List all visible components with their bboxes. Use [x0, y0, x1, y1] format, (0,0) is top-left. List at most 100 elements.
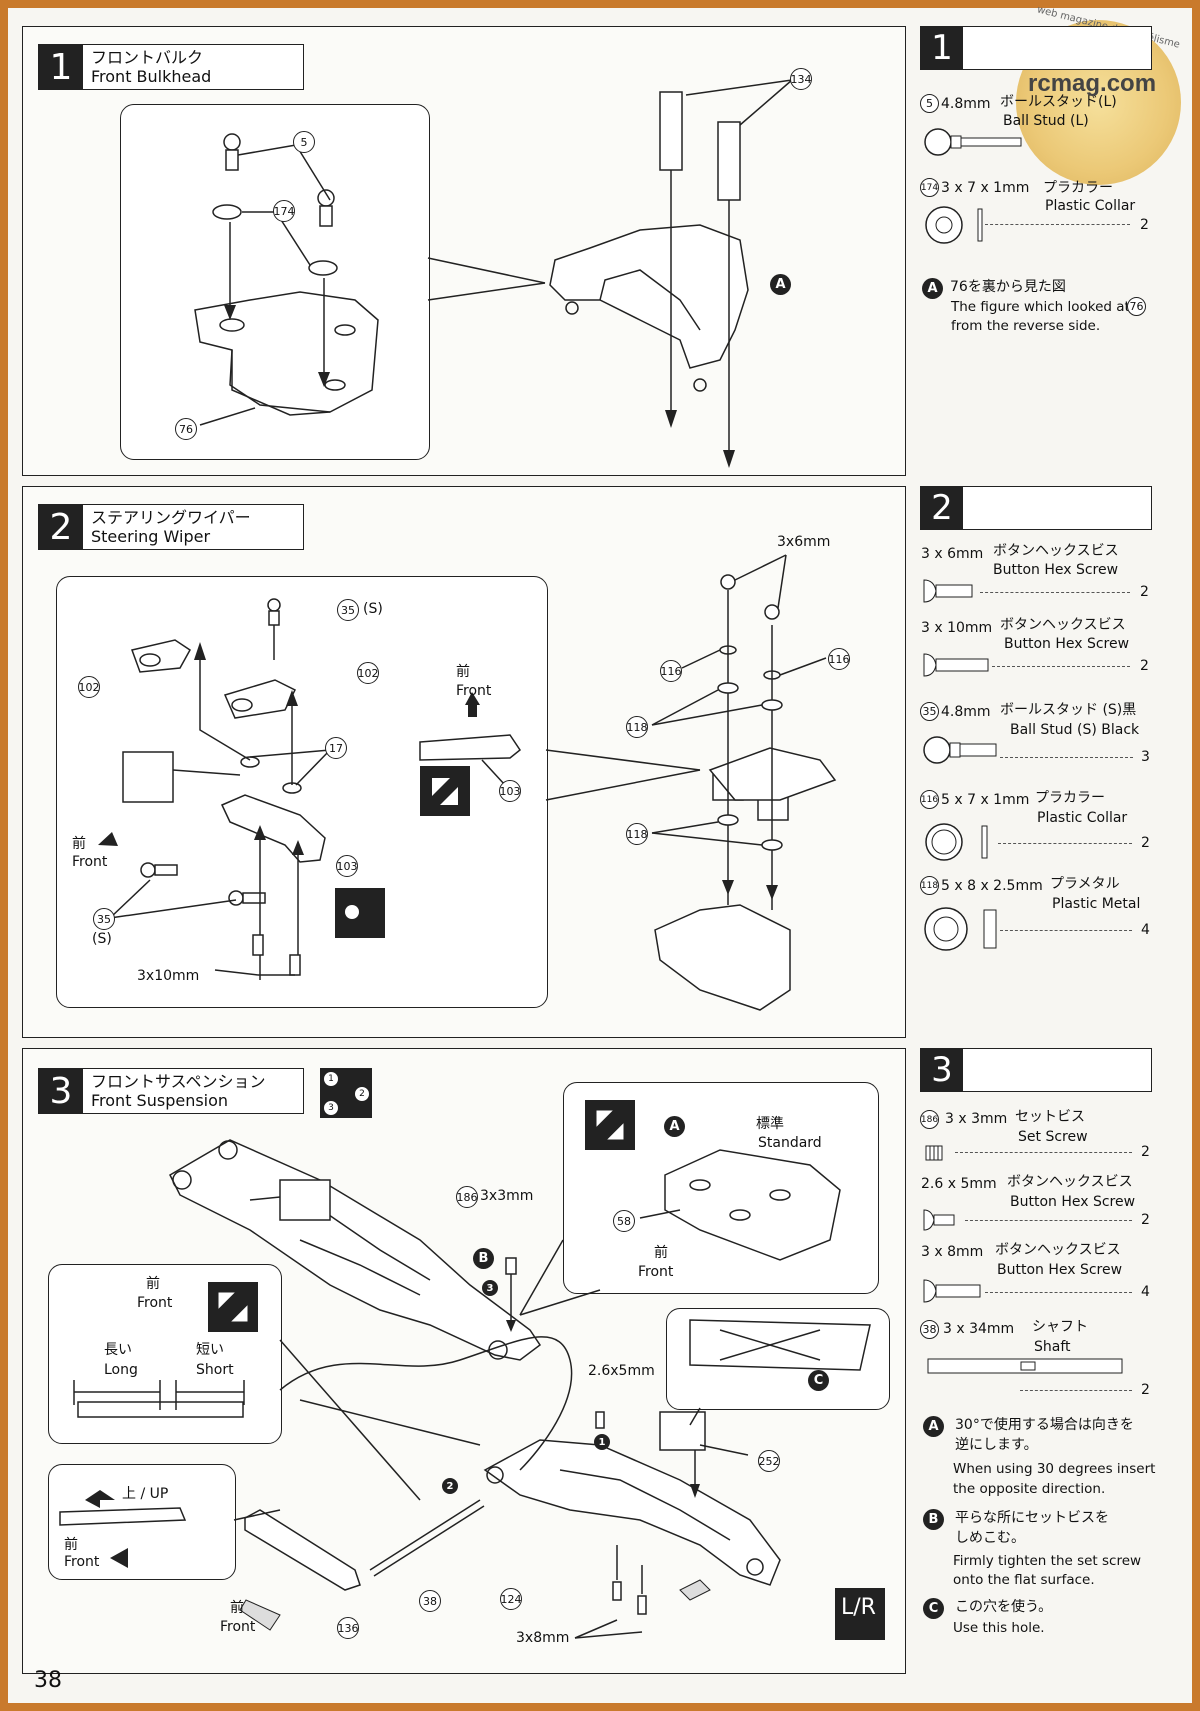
step-1-title-jp: フロントバルク	[91, 48, 204, 67]
sidebar-3-note-c-jp-1: この穴を使う。	[955, 1599, 1053, 1615]
plastic-collar-174-image	[925, 206, 983, 244]
sidebar-2-part-4-dots	[998, 843, 1132, 844]
step-3-front-jp-up: 前	[64, 1537, 78, 1553]
callout-76: 76	[175, 418, 197, 440]
step-3-front-jp-bottom: 前	[230, 1600, 244, 1616]
step-3-badge-c: C	[808, 1370, 829, 1391]
button-hex-screw-3x8-image	[923, 1279, 981, 1303]
sidebar-part-174-size: 3 x 7 x 1mm	[941, 180, 1030, 196]
callout-118-upper: 118	[626, 716, 648, 738]
sidebar-2-number: 2	[921, 487, 963, 529]
callout-38: 38	[419, 1590, 441, 1612]
step-3-front-jp-zoom2: 前	[146, 1276, 160, 1292]
sidebar-1-note-a-en-2: from the reverse side.	[951, 318, 1101, 334]
sidebar-3-note-a-badge: A	[923, 1416, 944, 1437]
callout-116-left: 116	[660, 660, 682, 682]
sequence-2: 2	[354, 1086, 370, 1102]
sidebar-3-note-a-en-2: the opposite direction.	[953, 1481, 1106, 1497]
page-number: 38	[34, 1668, 62, 1693]
sidebar-1-note-a-ref: 76	[1127, 297, 1146, 316]
sidebar-3-part-4-dots	[1020, 1390, 1132, 1391]
ball-stud-l-image	[924, 128, 1022, 156]
sidebar-3-note-a-jp-2: 逆にします。	[955, 1437, 1038, 1453]
up-label: 上 / UP	[122, 1486, 169, 1502]
step-2-front-jp-left: 前	[72, 836, 86, 852]
step-3-front-en-up: Front	[64, 1554, 100, 1570]
callout-35-lower-s: (S)	[92, 931, 112, 947]
sidebar-3-header: 3	[920, 1048, 1152, 1092]
sidebar-3-note-b-badge: B	[923, 1509, 944, 1530]
sidebar-3-note-a-en-1: When using 30 degrees insert	[953, 1461, 1156, 1477]
step-1-header: 1 フロントバルク Front Bulkhead	[38, 44, 304, 90]
sidebar-2-part-4-size: 5 x 7 x 1mm	[941, 792, 1030, 808]
sequence-3: 3	[323, 1100, 339, 1116]
lr-label: L/R	[841, 1595, 876, 1620]
sidebar-2-part-3-name-jp: ボールスタッド (S)黒	[1000, 702, 1137, 718]
sidebar-part-5-name-jp: ボールスタッド(L)	[1000, 94, 1117, 110]
sidebar-3-note-b-en-1: Firmly tighten the set screw	[953, 1553, 1142, 1569]
sidebar-2-part-4-id: 116	[920, 790, 939, 809]
sidebar-3-part-2-name-jp: ボタンヘックスビス	[1007, 1174, 1133, 1190]
sidebar-2-part-1-name-jp: ボタンヘックスビス	[993, 543, 1119, 559]
sidebar-3-part-1-name-jp: セットビス	[1015, 1109, 1085, 1125]
sidebar-3-part-1-dots	[955, 1152, 1132, 1153]
sidebar-2-part-5-name-en: Plastic Metal	[1052, 896, 1141, 912]
sidebar-3-part-4-name-jp: シャフト	[1032, 1319, 1088, 1335]
sidebar-3-part-4-id: 38	[920, 1320, 939, 1339]
short-jp: 短い	[196, 1342, 224, 1358]
step-3-seq-2: 2	[442, 1478, 458, 1494]
standard-jp: 標準	[756, 1116, 784, 1132]
step-2-screw-3x6: 3x6mm	[777, 534, 831, 550]
step-1-number: 1	[39, 45, 83, 89]
step-3-number: 3	[39, 1069, 83, 1113]
sidebar-2-part-2-name-en: Button Hex Screw	[1004, 636, 1130, 652]
step-2-title-en: Steering Wiper	[91, 527, 211, 546]
sidebar-3-part-3-name-jp: ボタンヘックスビス	[995, 1242, 1121, 1258]
sidebar-2-part-1-name-en: Button Hex Screw	[993, 562, 1119, 578]
sidebar-2-part-2-qty: 2	[1140, 658, 1149, 674]
sidebar-2-header: 2	[920, 486, 1152, 530]
sidebar-1-note-a-badge: A	[922, 278, 943, 299]
button-hex-screw-3x6-image	[923, 579, 973, 603]
sidebar-part-5-size: 4.8mm	[941, 96, 991, 112]
short-en: Short	[196, 1362, 234, 1378]
step-2-number: 2	[39, 505, 83, 549]
sidebar-part-174-id: 174	[920, 178, 939, 197]
sidebar-3-part-2-qty: 2	[1141, 1212, 1150, 1228]
callout-58: 58	[613, 1210, 635, 1232]
step-2-screw-3x10: 3x10mm	[137, 968, 200, 984]
sidebar-3-part-3-dots	[985, 1292, 1132, 1293]
sidebar-2-part-3-name-en: Ball Stud (S) Black	[1010, 722, 1140, 738]
sidebar-3-part-1-qty: 2	[1141, 1144, 1150, 1160]
callout-252: 252	[758, 1450, 780, 1472]
callout-103-plate: 103	[499, 780, 521, 802]
sidebar-part-174-name-en: Plastic Collar	[1045, 198, 1136, 214]
step-3-screw-3x3: 3x3mm	[480, 1188, 534, 1204]
sidebar-2-part-1-dots	[980, 592, 1130, 593]
step-2-front-en-plate: Front	[456, 683, 492, 699]
callout-186: 186	[456, 1186, 478, 1208]
callout-17: 17	[325, 737, 347, 759]
sidebar-3-part-4-name-en: Shaft	[1034, 1339, 1071, 1355]
shaft-image	[927, 1358, 1123, 1374]
callout-35-s: (S)	[363, 601, 383, 617]
watermark-site: rcmag.com	[1028, 70, 1157, 97]
sidebar-3-part-2-size: 2.6 x 5mm	[921, 1176, 997, 1192]
callout-134: 134	[790, 68, 812, 90]
long-en: Long	[104, 1362, 138, 1378]
sidebar-2-part-3-size: 4.8mm	[941, 704, 991, 720]
callout-136: 136	[337, 1617, 359, 1639]
sidebar-part-174-name-jp: プラカラー	[1043, 180, 1113, 196]
sidebar-3-number: 3	[921, 1049, 963, 1091]
sidebar-1-note-a-en-1: The figure which looked at	[951, 299, 1130, 315]
step-3-title-en: Front Suspension	[91, 1091, 229, 1110]
step-3-badge-a: A	[664, 1116, 685, 1137]
step-3-front-jp-zoom: 前	[654, 1245, 668, 1261]
standard-en: Standard	[758, 1135, 822, 1151]
button-hex-screw-2-6x5-image	[923, 1209, 955, 1231]
sidebar-2-part-5-name-jp: プラメタル	[1050, 876, 1120, 892]
step-3-seq-3: 3	[482, 1280, 498, 1296]
